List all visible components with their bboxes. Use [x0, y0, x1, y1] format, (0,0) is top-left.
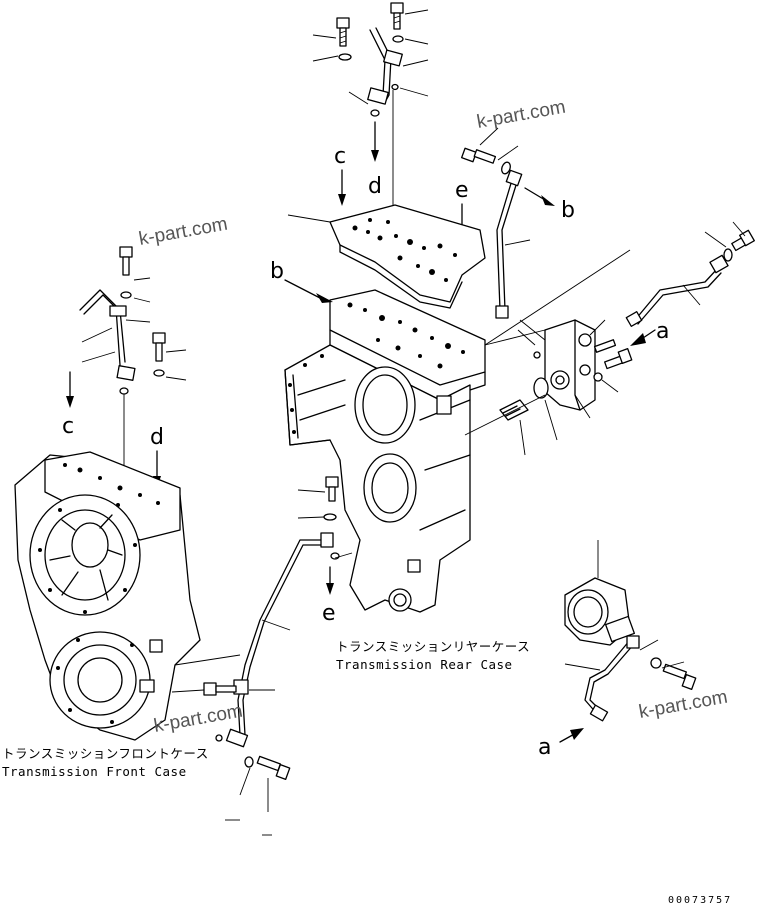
bolt-a-lower [662, 663, 697, 690]
o-ring-small [533, 351, 541, 359]
top-oil-tube [367, 27, 403, 105]
bolt-lower-left [203, 682, 237, 696]
top-bolt-right [390, 2, 404, 30]
drawing-number: 00073757 [668, 895, 732, 906]
washer-a [723, 248, 733, 262]
watermark-bottom-right: k-part.com [637, 687, 729, 723]
callout-d-top: d [368, 174, 382, 199]
oil-tube-a-upper [625, 254, 729, 327]
o-ring-top [370, 109, 380, 117]
bolts-pump [593, 339, 633, 370]
washer-right [392, 35, 404, 43]
bolt-lower-right [256, 755, 291, 780]
washer-pump [593, 372, 603, 382]
transmission-front-case [14, 451, 201, 741]
callout-b-left: b [270, 259, 284, 284]
valve-plate-upper [329, 204, 486, 309]
washer-lower-right [244, 756, 254, 768]
o-ring-lower [330, 552, 340, 560]
transmission-rear-case [284, 289, 486, 613]
watermark-top: k-part.com [475, 97, 567, 133]
o-ring-front [119, 387, 129, 395]
o-ring-pump [533, 377, 549, 399]
watermark-left: k-part.com [137, 214, 229, 250]
callout-b-right: b [561, 198, 575, 223]
callout-a-right: a [656, 319, 669, 344]
rear-case-caption-jp: トランスミッションリヤーケース [336, 639, 530, 654]
oil-tube-a-lower [584, 635, 640, 722]
washer-front-right [153, 369, 165, 377]
callout-e-top: e [455, 178, 469, 203]
washer-lower-center [323, 513, 337, 521]
pump-block [544, 319, 596, 411]
callout-a-bottom: a [538, 735, 551, 760]
callout-c-left: c [62, 414, 74, 439]
filter-housing [564, 577, 636, 646]
callout-d-left: d [150, 425, 164, 450]
bolt-front-left [119, 246, 133, 276]
bolt-lower-center [325, 476, 339, 502]
bolt-front-right [152, 332, 166, 362]
front-case-caption-jp: トランスミッションフロントケース [2, 746, 209, 761]
washer-front-left [120, 291, 132, 299]
callout-e-bottom: e [322, 601, 336, 626]
washer-b [501, 161, 511, 175]
top-bolt-left [336, 17, 350, 47]
rear-case-caption-en: Transmission Rear Case [336, 657, 513, 672]
long-oil-tube [225, 532, 334, 748]
oil-tube-b [495, 169, 523, 319]
front-oil-tube [79, 289, 136, 381]
o-ring-lower-2 [215, 734, 223, 742]
bolt-b [461, 147, 497, 164]
washer-left [338, 53, 352, 61]
washer-a-lower [650, 657, 662, 669]
front-case-caption-en: Transmission Front Case [2, 764, 187, 779]
o-ring-top-2 [391, 83, 399, 91]
callout-c-top: c [334, 144, 346, 169]
